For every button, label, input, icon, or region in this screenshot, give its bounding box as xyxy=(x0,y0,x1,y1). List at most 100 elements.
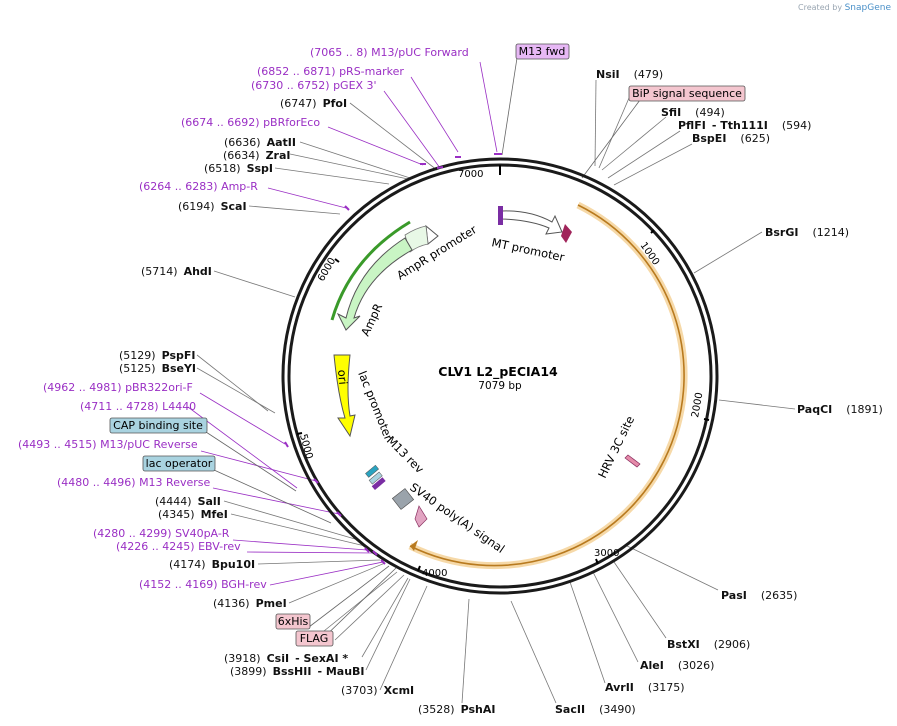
enzyme-name: AatII xyxy=(267,136,296,149)
svg-text:(4711 .. 4728) L4440: (4711 .. 4728) L4440 xyxy=(80,400,196,413)
enzyme-position: (3703) xyxy=(341,684,378,697)
primer-labels: (7065 .. 8) M13/pUC Forward (6852 .. 687… xyxy=(18,46,469,591)
enzyme-name: AleI xyxy=(640,659,664,672)
svg-text:AleI(3026): AleI(3026) xyxy=(640,659,714,672)
enzyme-name: BsrGI xyxy=(765,226,798,239)
enzyme-name: AvrII xyxy=(605,681,634,694)
enzyme-position: (479) xyxy=(634,68,664,81)
enzyme-position: (1891) xyxy=(846,403,883,416)
svg-text:(3899)BssHII- MauBI: (3899)BssHII- MauBI xyxy=(230,665,365,678)
svg-text:(6194)ScaI: (6194)ScaI xyxy=(178,200,247,213)
enzyme-position: (6518) xyxy=(204,162,241,175)
svg-text:PasI(2635): PasI(2635) xyxy=(721,589,797,602)
ampr-primer-bar xyxy=(330,220,411,321)
ori-arrow xyxy=(333,354,356,438)
primer-name: Amp-R xyxy=(221,180,258,193)
flag-box xyxy=(295,630,334,647)
enzyme-name: BssHII xyxy=(273,665,312,678)
svg-text:(4962 .. 4981) pBR322ori-F: (4962 .. 4981) pBR322ori-F xyxy=(43,381,193,394)
enzyme-position: (6747) xyxy=(280,97,317,110)
primer-range: (4280 .. 4299) xyxy=(93,527,172,540)
enzyme-position: (3490) xyxy=(599,703,636,716)
ampr-promoter-body xyxy=(404,225,429,253)
plasmid-name: CLV1 L2_pECIA14 xyxy=(438,364,558,380)
mt-promoter-arrow xyxy=(501,210,563,235)
enzyme-position: (594) xyxy=(782,119,812,132)
svg-text:BspEI(625): BspEI(625) xyxy=(692,132,770,145)
leader-lines-right xyxy=(510,79,796,704)
primer-range: (6674 .. 6692) xyxy=(181,116,260,129)
his6-label: 6xHis xyxy=(278,615,309,628)
enzyme-name: SfiI xyxy=(661,106,681,119)
cap-binding-marker xyxy=(365,464,380,478)
primer-range: (4493 .. 4515) xyxy=(18,438,97,451)
enzyme-position: (494) xyxy=(695,106,725,119)
bip-label: BiP signal sequence xyxy=(632,87,742,100)
lac-operator-box xyxy=(142,455,216,472)
svg-text:(3918)CsiI- SexAI *: (3918)CsiI- SexAI * xyxy=(224,652,348,665)
enzyme-name: PasI xyxy=(721,589,747,602)
enzyme-name: BspEI xyxy=(692,132,726,145)
primer-range: (4480 .. 4496) xyxy=(57,476,136,489)
cds-orange-arrowhead xyxy=(410,540,418,551)
primer-range: (4962 .. 4981) xyxy=(43,381,122,394)
tick-label-7000: 7000 xyxy=(458,169,483,180)
tick-label-2000: 2000 xyxy=(690,392,705,419)
plasmid-length: 7079 bp xyxy=(478,380,522,392)
hrv3c-marker xyxy=(624,454,641,468)
svg-text:SfiI(494): SfiI (494) xyxy=(661,106,725,119)
backbone-outer-strand xyxy=(281,157,719,595)
svg-text:(4444)SalI: (4444)SalI xyxy=(155,495,221,508)
cap-label: CAP binding site xyxy=(113,419,203,432)
svg-text:(3528)PshAI: (3528)PshAI xyxy=(418,703,495,716)
enzyme-name-alt: - Tth111I xyxy=(712,119,768,132)
enzyme-name: PspFI xyxy=(162,349,196,362)
m13-fwd-label: M13 fwd xyxy=(519,45,566,58)
snapgene-logo: SnapGene xyxy=(844,3,891,13)
primer-name: SV40pA-R xyxy=(175,527,230,540)
enzyme-name-alt: - SexAI * xyxy=(295,652,348,665)
his6-box xyxy=(275,613,311,630)
enzyme-position: (4345) xyxy=(158,508,195,521)
hrv3c-label: HRV 3C site xyxy=(595,414,637,481)
svg-text:NsiI(479): NsiI (479) xyxy=(596,68,663,81)
svg-text:(4174)Bpu10I: (4174)Bpu10I xyxy=(169,558,255,571)
ampr-arrow xyxy=(336,237,413,331)
primer-range: (4152 .. 4169) xyxy=(139,578,218,591)
m13-rev-marker xyxy=(371,477,386,491)
enzyme-position: (3175) xyxy=(648,681,685,694)
mt-end-marker xyxy=(561,224,572,243)
svg-text:AvrII(3175): AvrII (3175) xyxy=(605,681,684,694)
enzyme-position: (3528) xyxy=(418,703,455,716)
enzyme-name: ScaI xyxy=(221,200,247,213)
sv40-box xyxy=(391,488,415,510)
primer-name: BGH-rev xyxy=(221,578,267,591)
enzyme-name: ZraI xyxy=(266,149,291,162)
primer-range: (4226 .. 4245) xyxy=(116,540,195,553)
enzyme-position: (5125) xyxy=(119,362,156,375)
primer-marks xyxy=(284,153,502,565)
primer-range: (6730 .. 6752) xyxy=(251,79,330,92)
bip-box xyxy=(628,85,746,102)
enzyme-name: SacII xyxy=(555,703,585,716)
enzyme-name: NsiI xyxy=(596,68,620,81)
tick-label-3000: 3000 xyxy=(594,548,619,559)
svg-text:(6264 .. 6283) Amp-R: (6264 .. 6283) Amp-R xyxy=(139,180,258,193)
primer-range: (4711 .. 4728) xyxy=(80,400,159,413)
svg-text:BstXI(2906): BstXI(2906) xyxy=(667,638,750,651)
svg-text:(4345)MfeI: (4345)MfeI xyxy=(158,508,228,521)
enzyme-name: SspI xyxy=(247,162,273,175)
mt-promoter-label: MT promoter xyxy=(490,235,566,264)
svg-text:(6636)AatII: (6636)AatII xyxy=(224,136,296,149)
svg-text:(4480 .. 4496) M13 Reverse: (4480 .. 4496) M13 Reverse xyxy=(57,476,210,489)
primer-leader-lines xyxy=(187,61,498,586)
sv40-polya-marker xyxy=(414,505,428,528)
ampr-label: AmpR xyxy=(358,301,385,338)
lac-operator-marker xyxy=(368,471,383,485)
enzyme-name: Bpu10I xyxy=(212,558,256,571)
svg-text:PflFI- Tth111I(594): PflFI- Tth111I(594) xyxy=(678,119,811,132)
cds-orange-arc xyxy=(409,204,685,567)
svg-text:(6730 .. 6752) pGEX 3': (6730 .. 6752) pGEX 3' xyxy=(251,79,377,92)
primer-name: pRS-marker xyxy=(339,65,404,78)
svg-text:BsrGI(1214): BsrGI(1214) xyxy=(765,226,849,239)
